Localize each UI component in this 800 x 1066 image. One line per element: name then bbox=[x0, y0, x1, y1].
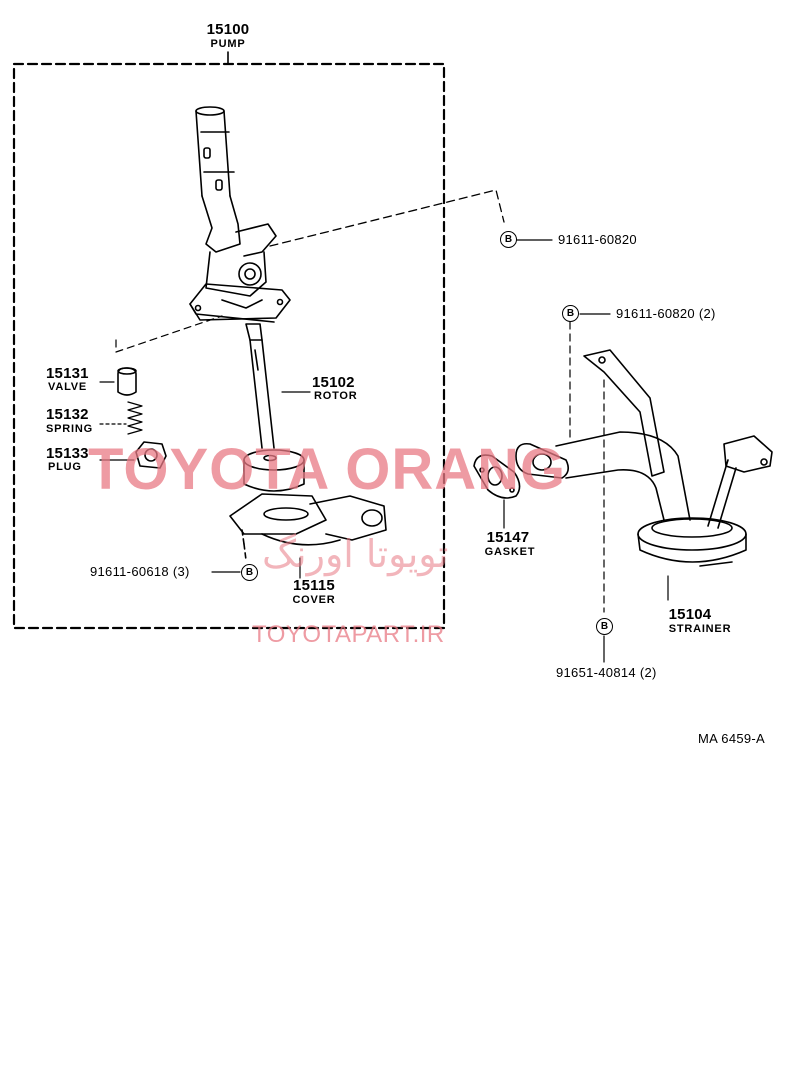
cover-bolt-b-mark: B bbox=[241, 564, 258, 581]
pump-bolt-b-mark: B bbox=[500, 231, 517, 248]
watermark-main: TOYOTA ORANG bbox=[88, 437, 567, 502]
pump-bolt-part-number: 91611-60820 bbox=[558, 232, 637, 247]
cover-part-name: COVER bbox=[292, 594, 336, 606]
watermark-farsi: تویوتا اورنگ bbox=[262, 532, 449, 576]
spring-part-name: SPRING bbox=[46, 423, 93, 435]
strainer-nut-b-mark: B bbox=[596, 618, 613, 635]
pump-assembly-boundary bbox=[12, 51, 446, 630]
cover-part-number: 15115 bbox=[293, 577, 335, 594]
relief-valve-drawing bbox=[99, 315, 223, 396]
rotor-part-number: 15102 bbox=[312, 374, 355, 391]
strainer-bolt-b-mark: B bbox=[562, 305, 579, 322]
strainer-part-number: 15104 bbox=[668, 606, 712, 623]
valve-part-number: 15131 bbox=[46, 365, 89, 382]
spring-drawing bbox=[99, 401, 143, 435]
rotor-drawing bbox=[243, 323, 311, 492]
gasket-part-name: GASKET bbox=[484, 546, 536, 558]
diagram-code: MA 6459-A bbox=[698, 731, 766, 746]
pump-bolt-leader bbox=[269, 189, 553, 247]
watermark-url: TOYOTAPART.IR bbox=[252, 621, 445, 648]
plug-part-name: PLUG bbox=[48, 461, 82, 473]
strainer-bolt-part-number: 91611-60820 (2) bbox=[616, 306, 716, 321]
cover-bolt-part-number: 91611-60618 (3) bbox=[90, 564, 190, 579]
plug-drawing bbox=[99, 441, 167, 469]
strainer-drawing bbox=[515, 313, 773, 663]
cover-drawing bbox=[229, 493, 387, 561]
strainer-part-name: STRAINER bbox=[668, 623, 732, 635]
spring-part-number: 15132 bbox=[46, 406, 89, 423]
rotor-part-name: ROTOR bbox=[314, 390, 358, 402]
pump-part-name: PUMP bbox=[210, 38, 246, 50]
strainer-nut-part-number: 91651-40814 (2) bbox=[556, 665, 657, 680]
valve-part-name: VALVE bbox=[48, 381, 88, 393]
pump-part-number: 15100 bbox=[206, 21, 250, 38]
gasket-part-number: 15147 bbox=[486, 529, 530, 546]
gasket-drawing bbox=[473, 454, 521, 529]
plug-part-number: 15133 bbox=[46, 445, 89, 462]
pump-body-drawing bbox=[189, 106, 291, 323]
